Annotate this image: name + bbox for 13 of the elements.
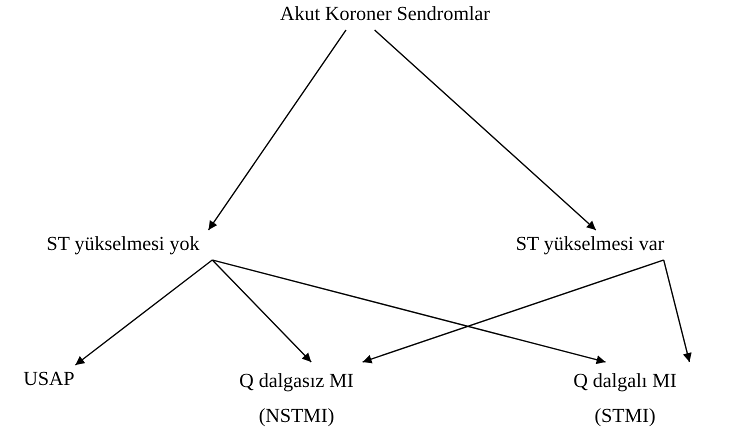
- arrow: [208, 30, 347, 230]
- node-label: ST yükselmesi var: [514, 232, 666, 256]
- arrow: [663, 260, 692, 362]
- node-label: Q dalgasız MI (NSTMI): [238, 369, 355, 428]
- arrow: [74, 259, 213, 366]
- node-label: Q dalgalı MI (STMI): [572, 369, 678, 428]
- node-label: USAP: [22, 367, 76, 391]
- arrow: [212, 259, 606, 364]
- arrow: [374, 29, 596, 231]
- arrow: [212, 260, 312, 362]
- node-label: ST yükselmesi yok: [46, 232, 200, 256]
- arrow: [362, 259, 664, 364]
- node-label: Akut Koroner Sendromlar: [279, 2, 491, 26]
